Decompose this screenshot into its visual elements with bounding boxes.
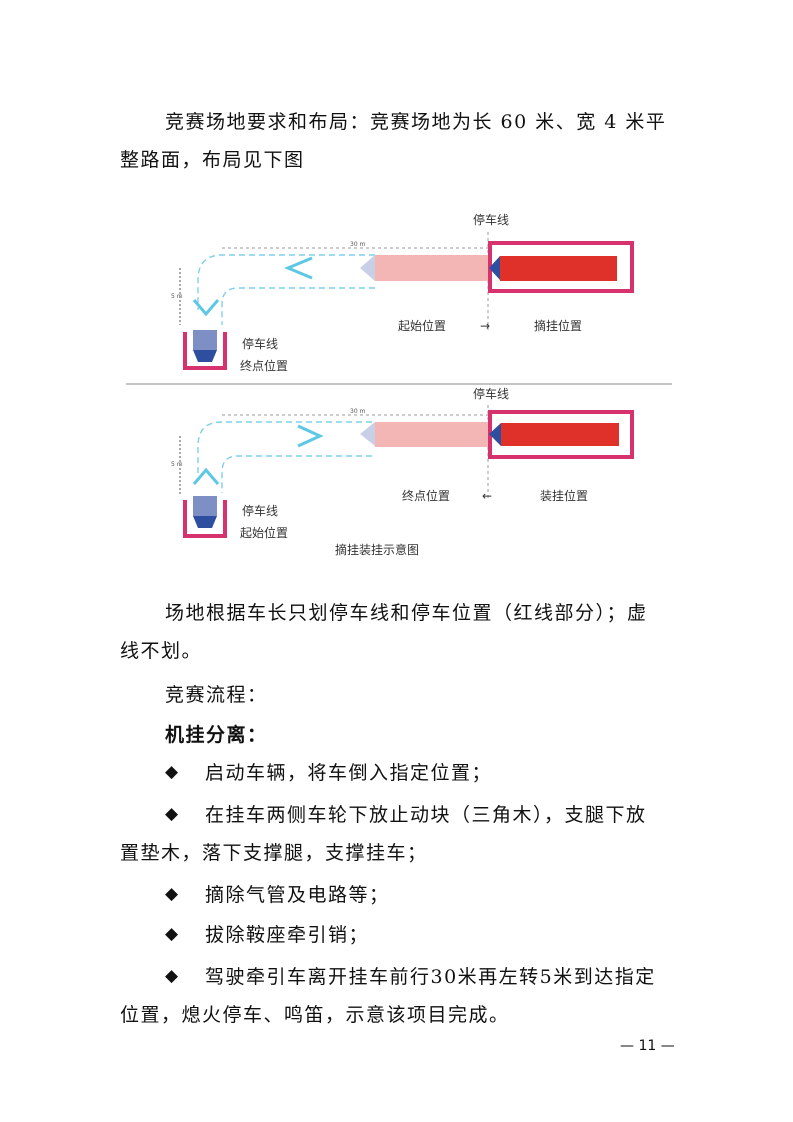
bottom-5m-label: 5 m bbox=[171, 461, 183, 468]
bullet-4: 拔除鞍座牵引销； bbox=[205, 924, 370, 946]
page-number: — 11 — bbox=[620, 1038, 675, 1054]
top-trailer-kingpin bbox=[489, 256, 500, 280]
bullet-icon: ◆ bbox=[165, 762, 179, 782]
top-trailer bbox=[500, 256, 617, 281]
top-left-position-label: 终点位置 bbox=[240, 358, 288, 373]
bullet-icon: ◆ bbox=[165, 924, 179, 944]
bottom-tractor-body bbox=[193, 496, 217, 516]
top-left-stop-label: 停车线 bbox=[242, 336, 278, 351]
top-route-outer bbox=[197, 254, 375, 310]
bottom-route-inner bbox=[221, 455, 372, 493]
bottom-tractor-cab bbox=[193, 516, 217, 528]
bullet-1: 启动车辆，将车倒入指定位置； bbox=[205, 762, 493, 784]
bottom-right-arrow bbox=[297, 424, 324, 448]
top-stop-line-label: 停车线 bbox=[473, 212, 509, 227]
bottom-left-position-label: 起始位置 bbox=[240, 525, 288, 540]
top-5m-label: 5 m bbox=[171, 293, 183, 300]
top-tractor-cab bbox=[193, 350, 217, 362]
para-2: 竞赛流程： bbox=[165, 684, 268, 706]
top-trailer-ghost bbox=[375, 255, 488, 281]
section-heading: 机挂分离： bbox=[165, 724, 268, 746]
bottom-route-outer bbox=[197, 421, 372, 475]
intro-line-1: 竞赛场地要求和布局：竞赛场地为长 60 米、宽 4 米平 bbox=[165, 111, 667, 133]
diagram-bottom: 停车线 30 m 5 m 停车线 起始位置 终点位置 ← 装挂位置 摘挂装挂示意… bbox=[171, 386, 634, 557]
top-trailer-nose bbox=[360, 255, 375, 281]
bullet-icon: ◆ bbox=[165, 966, 179, 986]
para-1-line-1: 场地根据车长只划停车线和停车位置（红线部分）；虚 bbox=[165, 602, 648, 624]
bullet-2-line-1: 在挂车两侧车轮下放止动块（三角木），支腿下放 bbox=[205, 804, 647, 826]
top-30m-label: 30 m bbox=[350, 241, 366, 248]
layout-diagram: 停车线 30 m 5 m 停车线 终点位置 起始位置 → 摘挂位置 停车线 bbox=[126, 212, 672, 557]
top-left-arrow bbox=[284, 256, 313, 280]
intro-line-2: 整路面，布局见下图 bbox=[120, 149, 305, 171]
para-1-line-2: 线不划。 bbox=[120, 640, 203, 662]
top-end-label: 摘挂位置 bbox=[534, 318, 582, 333]
bullet-5-line-1: 驾驶牵引车离开挂车前行30米再左转5米到达指定 bbox=[205, 966, 656, 988]
top-down-arrow bbox=[192, 299, 220, 317]
bottom-stop-line-label: 停车线 bbox=[473, 386, 509, 401]
top-tractor-body bbox=[193, 330, 217, 350]
bottom-30m-label: 30 m bbox=[350, 408, 366, 415]
top-tractor-frame bbox=[183, 332, 227, 370]
bullet-3: 摘除气管及电路等； bbox=[205, 884, 390, 906]
bottom-finish-label: 终点位置 bbox=[402, 488, 450, 503]
bottom-trailer-kingpin bbox=[489, 423, 501, 446]
bottom-trailer-ghost bbox=[375, 422, 488, 447]
bottom-trailer-nose bbox=[360, 422, 375, 446]
bullet-2-line-2: 置垫木，落下支撑腿，支撑挂车； bbox=[120, 842, 428, 864]
bottom-load-label: 装挂位置 bbox=[540, 488, 588, 503]
diagram-caption: 摘挂装挂示意图 bbox=[335, 542, 419, 557]
bottom-left-stop-label: 停车线 bbox=[242, 503, 278, 518]
top-direction-arrow: → bbox=[480, 319, 490, 333]
top-start-label: 起始位置 bbox=[398, 318, 446, 333]
top-route-inner bbox=[221, 287, 375, 325]
bullet-icon: ◆ bbox=[165, 884, 179, 904]
bottom-direction-arrow: ← bbox=[482, 489, 492, 503]
bottom-tractor-frame bbox=[183, 500, 227, 538]
bottom-trailer bbox=[501, 423, 619, 446]
diagram-top: 停车线 30 m 5 m 停车线 终点位置 起始位置 → 摘挂位置 bbox=[171, 212, 634, 373]
bullet-icon: ◆ bbox=[165, 804, 179, 824]
bottom-up-arrow bbox=[192, 467, 220, 485]
bullet-5-line-2: 位置，熄火停车、鸣笛，示意该项目完成。 bbox=[120, 1004, 510, 1026]
